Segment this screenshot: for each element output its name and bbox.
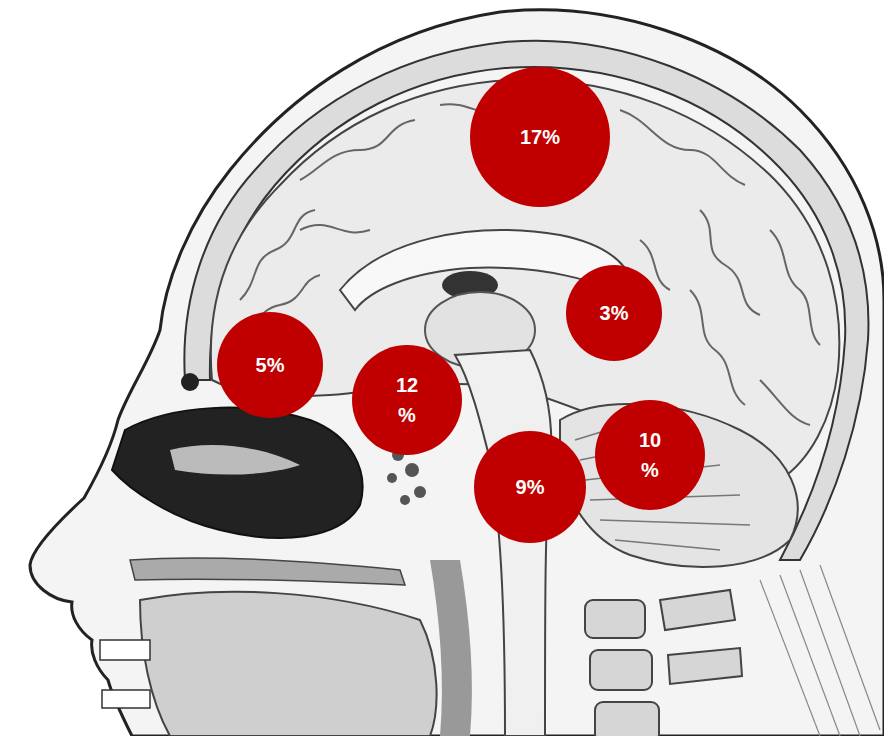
percentage-value: 3%: [600, 298, 629, 328]
pharynx: [430, 560, 472, 736]
circle-fill: [470, 67, 610, 207]
vertebrae: [585, 590, 742, 736]
percentage-value: 12 %: [393, 370, 421, 430]
circle-shape: [352, 345, 462, 455]
circle-fill: [352, 345, 462, 455]
circle-fill: [474, 431, 586, 543]
percentage-circle: 12 %: [352, 345, 462, 455]
circle-fill: [595, 400, 705, 510]
circle-fill: [217, 312, 323, 418]
percentage-value: 17%: [520, 122, 560, 152]
percentage-circle: 9%: [474, 431, 586, 543]
percentage-value: 10 %: [636, 425, 664, 485]
orbit: [181, 373, 199, 391]
percentage-value: 9%: [516, 472, 545, 502]
head-outline: [30, 10, 884, 736]
neck-muscle: [760, 565, 880, 736]
circle-shape: [595, 400, 705, 510]
circle-fill: [566, 265, 662, 361]
percentage-circle: 3%: [566, 265, 662, 361]
percentage-circle: 17%: [470, 67, 610, 207]
percentage-circle: 5%: [217, 312, 323, 418]
percentage-value: 5%: [256, 350, 285, 380]
teeth: [100, 640, 150, 708]
nasal-cavity: [112, 408, 363, 538]
percentage-circle: 10 %: [595, 400, 705, 510]
tongue: [140, 592, 437, 736]
palate: [130, 558, 405, 585]
nasal-turbinate: [170, 445, 300, 475]
